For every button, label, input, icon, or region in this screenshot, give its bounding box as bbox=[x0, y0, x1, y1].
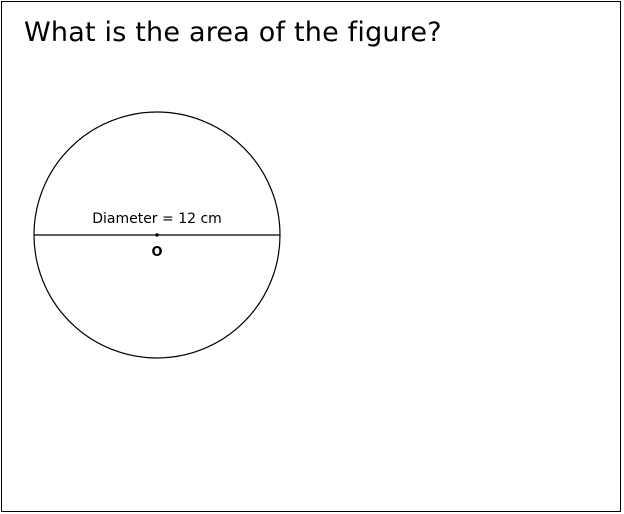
center-label: O bbox=[151, 245, 162, 260]
diameter-label: Diameter = 12 cm bbox=[92, 211, 222, 227]
question-text: What is the area of the figure? bbox=[24, 17, 442, 48]
center-point bbox=[155, 233, 159, 237]
